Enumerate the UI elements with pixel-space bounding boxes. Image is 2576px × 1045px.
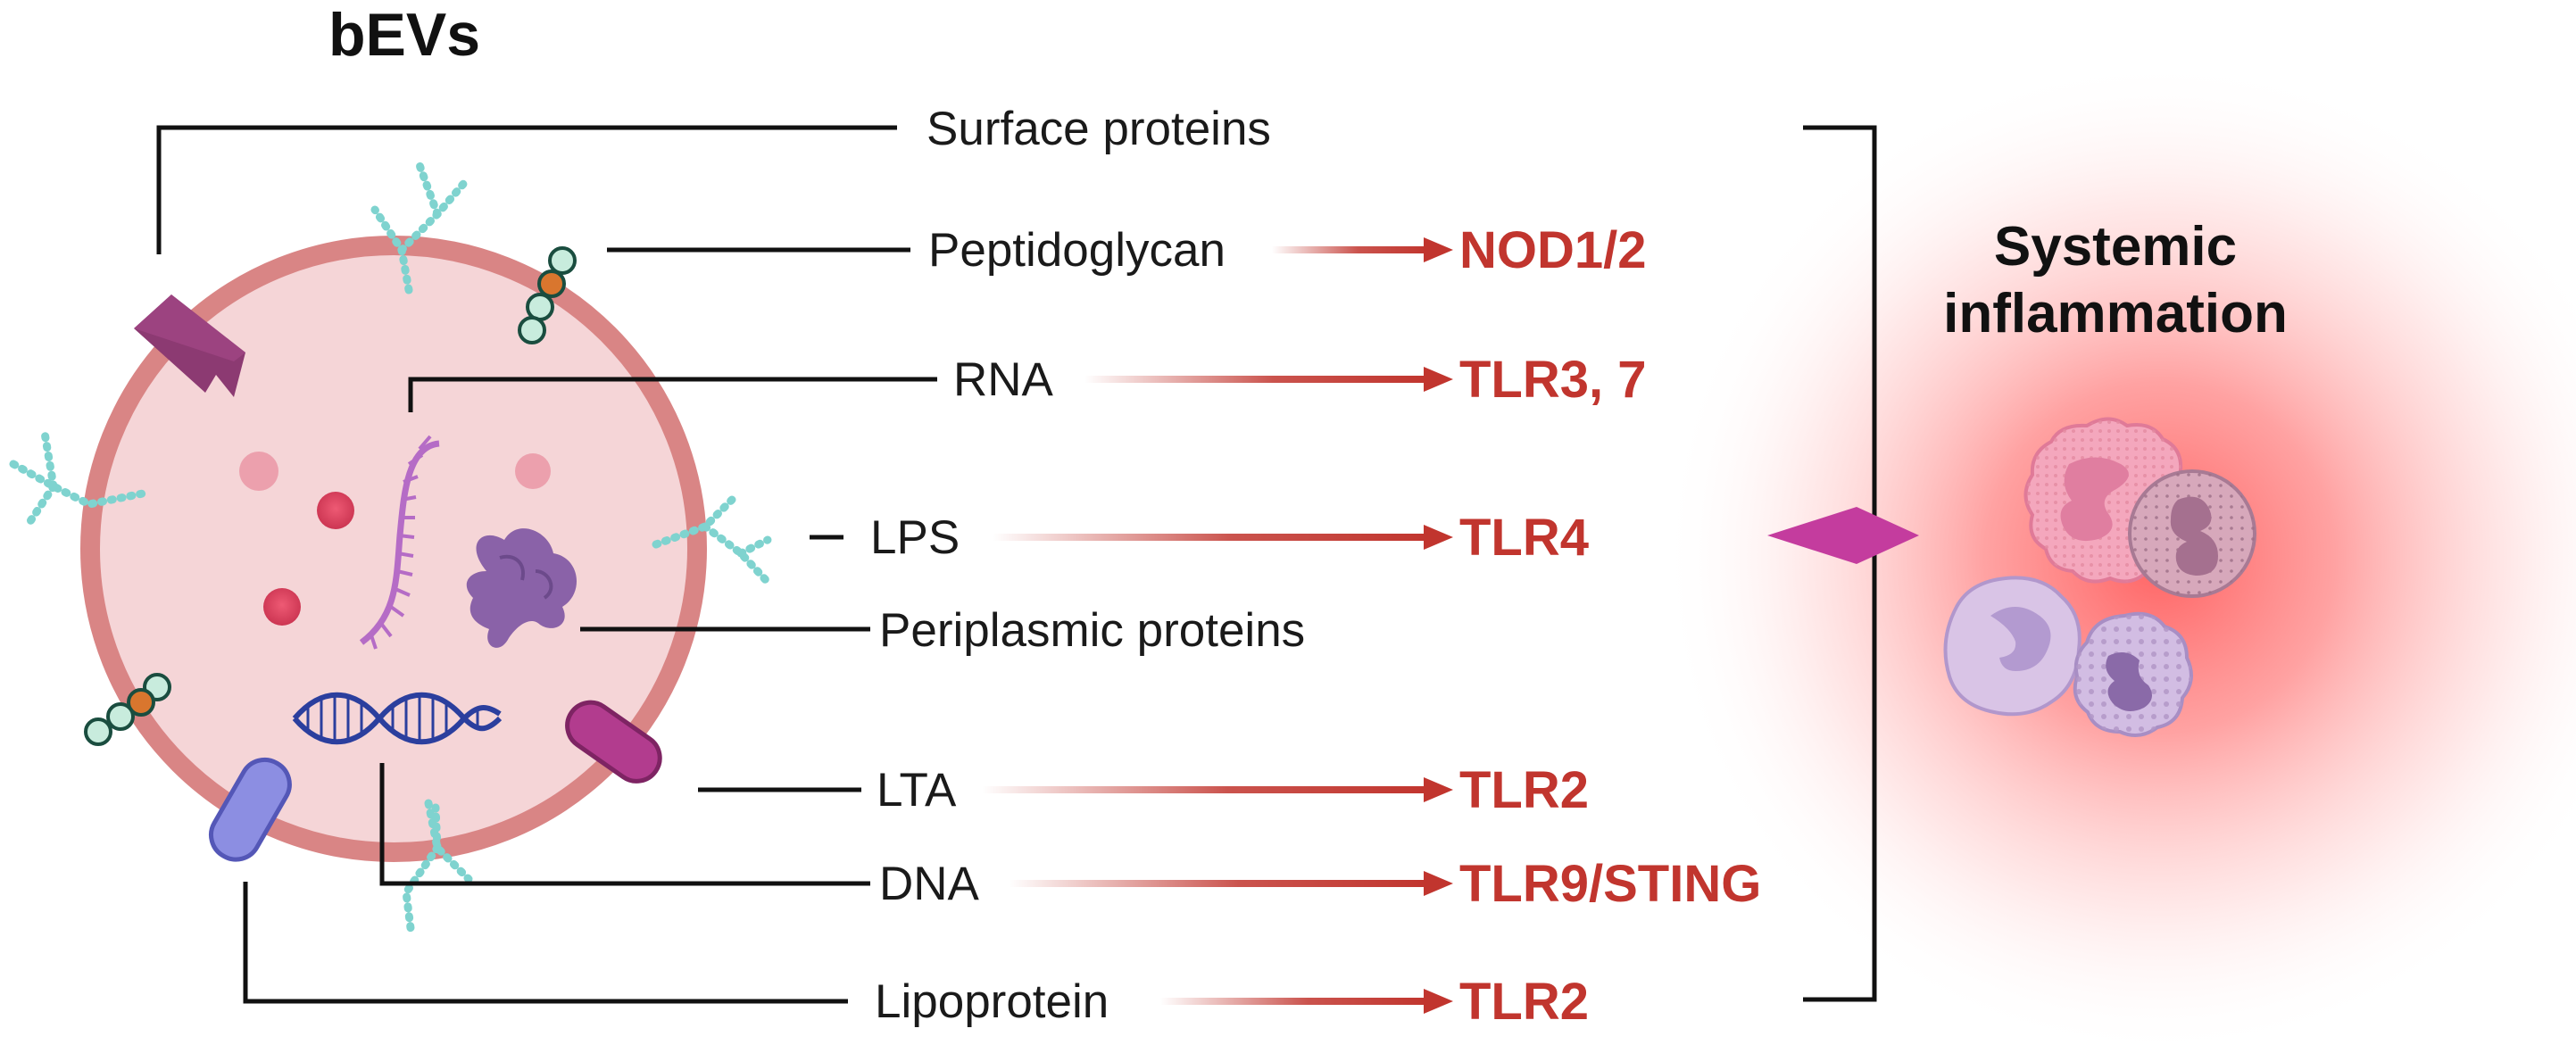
membrane-protein-capsule-icon bbox=[209, 757, 292, 862]
outcome-title-line2: inflammation bbox=[1943, 283, 2288, 344]
peptidoglycan-icon bbox=[84, 673, 171, 746]
immune-cell-icon bbox=[1943, 576, 2082, 717]
arrow-lipoprotein bbox=[1160, 989, 1453, 1014]
vesicle-content-sphere bbox=[317, 492, 354, 529]
label-dna: DNA bbox=[879, 858, 980, 910]
arrow-peptidoglycan bbox=[1272, 237, 1453, 262]
rna-icon bbox=[359, 435, 440, 650]
receptor-lps: TLR4 bbox=[1459, 509, 1589, 567]
arrow-lps bbox=[993, 525, 1453, 550]
peptidoglycan-icon bbox=[518, 246, 577, 344]
receptor-lta: TLR2 bbox=[1459, 761, 1589, 819]
arrow-rna bbox=[1084, 367, 1453, 392]
periplasmic-protein-icon bbox=[466, 528, 578, 648]
surface-protein-icon bbox=[134, 294, 245, 397]
label-lps: LPS bbox=[870, 511, 960, 564]
immune-cell-icon bbox=[2073, 611, 2193, 737]
lipoprotein-capsule-icon bbox=[565, 700, 662, 784]
vesicle-content-sphere bbox=[263, 588, 301, 626]
label-periplasmic-proteins: Periplasmic proteins bbox=[879, 604, 1305, 657]
receptor-dna: TLR9/STING bbox=[1459, 855, 1761, 913]
vesicle-content-sphere bbox=[515, 453, 551, 489]
arrow-lta bbox=[982, 777, 1453, 802]
dna-icon bbox=[292, 692, 503, 745]
outcome-title-line1: Systemic bbox=[1994, 216, 2237, 278]
receptor-peptidoglycan: NOD1/2 bbox=[1459, 221, 1647, 279]
label-lta: LTA bbox=[877, 764, 957, 817]
label-surface-proteins: Surface proteins bbox=[927, 103, 1271, 155]
vesicle-content-sphere bbox=[239, 452, 278, 491]
outcome-arrow bbox=[1767, 507, 1919, 564]
arrow-dna bbox=[1009, 871, 1453, 896]
receptor-rna: TLR3, 7 bbox=[1459, 351, 1647, 409]
label-lipoprotein: Lipoprotein bbox=[875, 975, 1109, 1028]
diagram-title: bEVs bbox=[328, 1, 480, 69]
receptor-lipoprotein: TLR2 bbox=[1459, 973, 1589, 1031]
label-rna: RNA bbox=[953, 353, 1054, 406]
grouping-bracket bbox=[1803, 125, 1877, 1002]
immune-cell-icon bbox=[2128, 469, 2256, 598]
lps-chain-icon bbox=[9, 161, 772, 933]
leader-lines bbox=[156, 125, 937, 1004]
vesicle bbox=[80, 236, 707, 862]
label-peptidoglycan: Peptidoglycan bbox=[928, 224, 1226, 277]
